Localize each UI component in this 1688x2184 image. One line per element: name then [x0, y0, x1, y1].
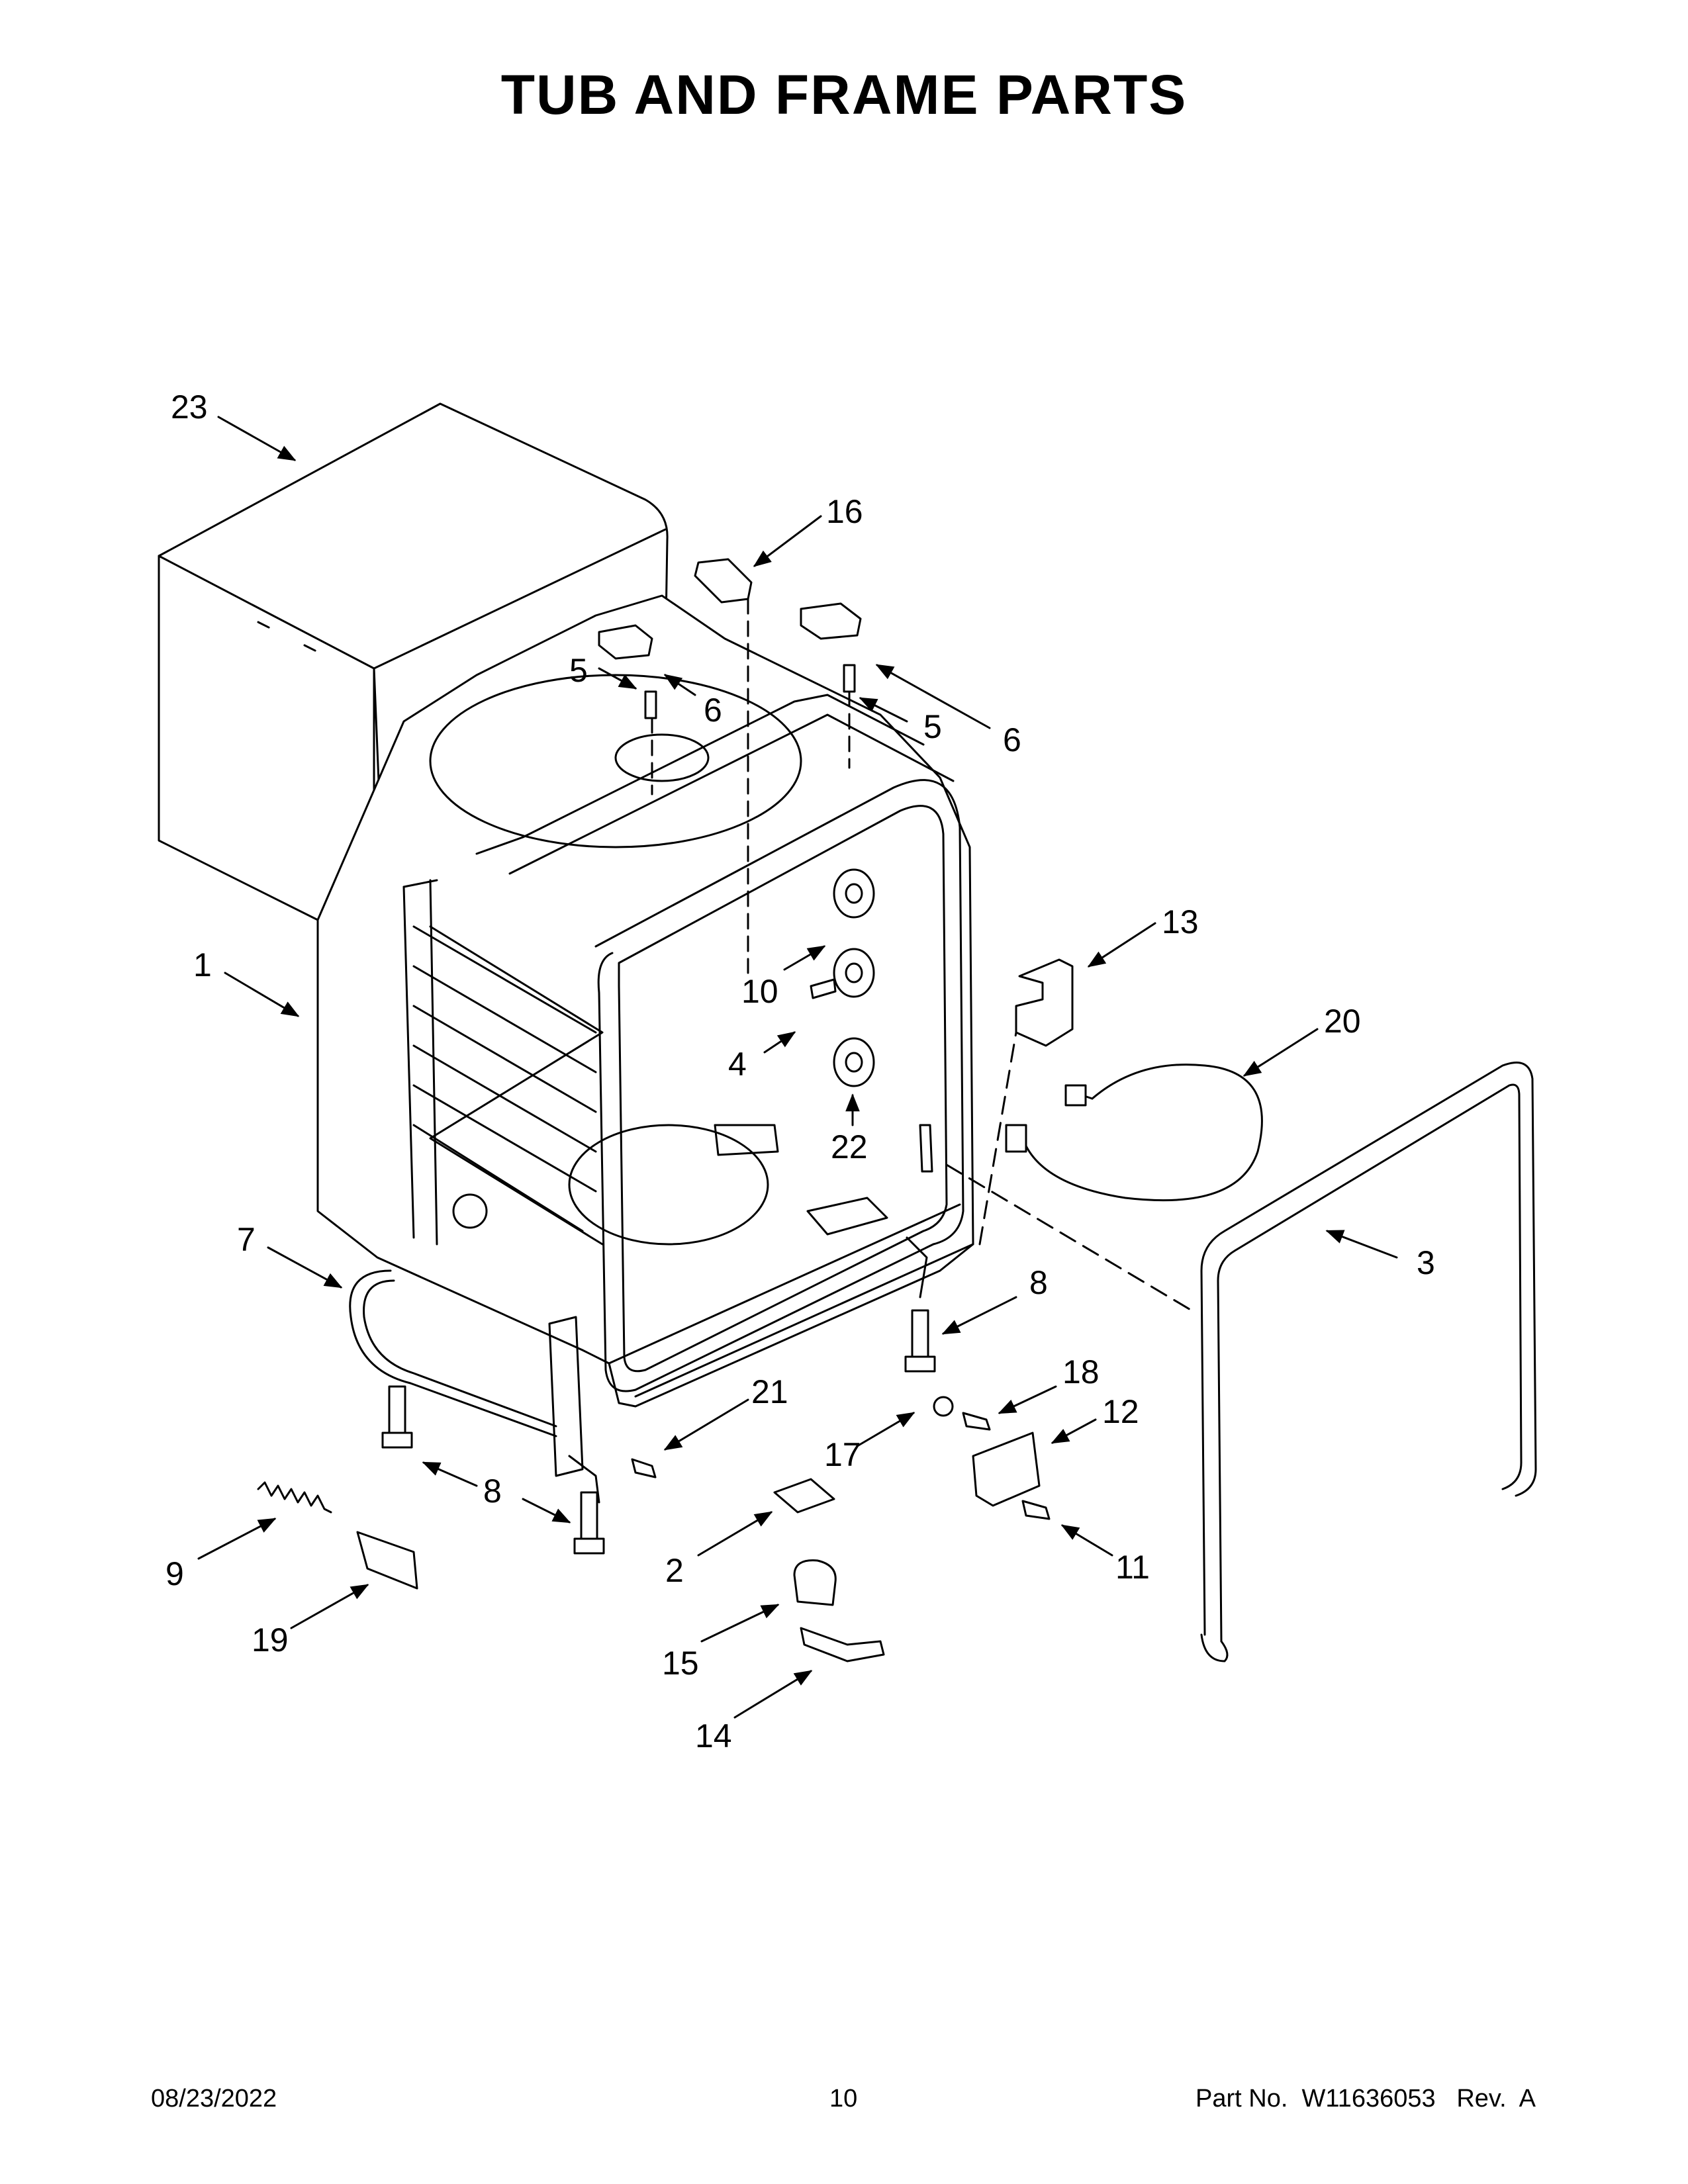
callout-21: 21 — [751, 1373, 788, 1410]
callout-6: 6 — [704, 692, 722, 729]
spring-part — [257, 1481, 332, 1514]
callout-arrows — [197, 416, 1398, 1719]
callout-9: 9 — [165, 1555, 184, 1592]
callout-14: 14 — [695, 1717, 732, 1754]
hinge-hardware-group — [598, 558, 862, 974]
switch-bracket-part — [800, 1627, 885, 1662]
callout-2: 2 — [665, 1552, 684, 1589]
screw-11-part — [1021, 1500, 1051, 1520]
switch-part — [793, 1559, 837, 1606]
footer-part-number: Part No. W11636053 Rev. A — [1196, 2085, 1536, 2113]
mounting-bracket-part — [1015, 958, 1074, 1047]
callout-8: 8 — [483, 1473, 502, 1510]
pad-part — [356, 1531, 418, 1590]
callout-10: 10 — [741, 973, 778, 1010]
screw-21-part — [631, 1458, 657, 1479]
callout-11: 11 — [1115, 1549, 1150, 1586]
callout-17: 17 — [824, 1436, 861, 1473]
callout-22: 22 — [831, 1128, 868, 1165]
callout-5: 5 — [923, 708, 942, 745]
tub-part — [316, 594, 974, 1504]
plate-part — [773, 1478, 835, 1514]
callout-16: 16 — [826, 493, 863, 530]
door-gasket-part — [1200, 1062, 1537, 1636]
leveling-leg-group — [381, 1309, 936, 1555]
callout-23: 23 — [171, 388, 208, 426]
callout-5: 5 — [569, 652, 588, 689]
nut-17-part — [933, 1396, 954, 1417]
callout-19: 19 — [252, 1621, 289, 1659]
callout-18: 18 — [1062, 1353, 1100, 1390]
callout-labels: 23 16 5 6 5 6 13 1 10 4 20 22 7 3 8 18 2… — [165, 388, 1435, 1754]
callout-20: 20 — [1324, 1003, 1361, 1040]
drain-hose-part — [349, 1269, 557, 1437]
shield-bracket-part — [972, 1432, 1041, 1507]
screw-18-part — [962, 1412, 991, 1431]
footer-page-number: 10 — [829, 2085, 858, 2113]
callout-4: 4 — [728, 1046, 747, 1083]
rack-roller-group — [810, 868, 875, 1087]
footer-date: 08/23/2022 — [151, 2085, 277, 2113]
wire-harness-part — [1021, 1064, 1263, 1202]
callout-12: 12 — [1102, 1393, 1139, 1430]
callout-6: 6 — [1003, 721, 1021, 758]
callout-15: 15 — [662, 1645, 699, 1682]
callout-8: 8 — [1029, 1264, 1048, 1301]
callout-3: 3 — [1417, 1244, 1435, 1281]
callout-7: 7 — [237, 1221, 256, 1258]
callout-13: 13 — [1162, 903, 1199, 940]
callout-1: 1 — [193, 946, 212, 983]
page-title: TUB AND FRAME PARTS — [500, 64, 1188, 126]
